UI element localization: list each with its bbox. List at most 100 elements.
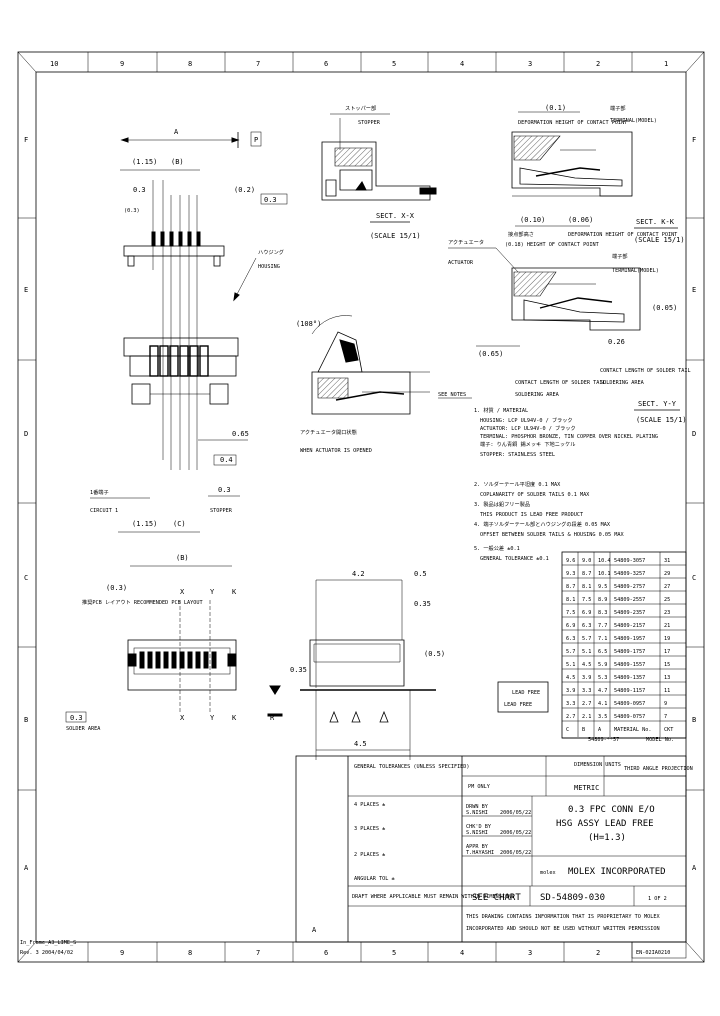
actuator-en: ACTUATOR	[448, 260, 474, 266]
dim-05: 0.5	[414, 570, 427, 578]
solder-area-jp: SOLDER AREA	[66, 726, 101, 732]
soldering-area-2: SOLDERING AREA	[600, 380, 645, 386]
opened-jp: アクチュエータ開口状態	[300, 428, 357, 436]
sect-xx: SECT. X-X	[376, 212, 415, 220]
table-cell: 21	[664, 623, 670, 629]
note-line: ACTUATOR: LCP UL94V-0 / ブラック	[480, 424, 576, 432]
table-cell: 13	[664, 675, 670, 681]
col-label: 9	[120, 60, 124, 68]
table-cell: 54809-1357	[614, 675, 645, 681]
section-xx: SECT. X-X (SCALE 15/1) (0.10) (0.06) 接点部…	[370, 212, 677, 248]
table-header: MATERIAL No.	[614, 727, 651, 733]
scale-kk: (SCALE 15/1)	[634, 236, 685, 244]
table-cell: 27	[664, 584, 670, 590]
col-label: 6	[324, 60, 328, 68]
dim-a: A	[174, 128, 179, 136]
table-cell: 5.1	[582, 649, 591, 655]
note-line: 3. 製品は鉛フリー製品	[474, 500, 530, 508]
contact-label: (0.18) HEIGHT OF CONTACT POINT	[505, 242, 599, 248]
title-block: GENERAL TOLERANCES (UNLESS SPECIFIED) 4 …	[295, 755, 693, 943]
section-yy: アクチュエータ ACTUATOR 端子部 TERMINAL(MODEL) (0.…	[448, 238, 691, 424]
table-cell: 9.3	[566, 571, 575, 577]
see-chart: SEE CHART	[472, 893, 521, 903]
dim-03c: 0.3	[218, 486, 231, 494]
table-cell: 54809-1757	[614, 649, 645, 655]
col-label: 1	[664, 60, 668, 68]
dim-04: 0.4	[220, 456, 233, 464]
table-cell: 5.3	[598, 675, 607, 681]
row-label: B	[692, 716, 696, 724]
datum-p: P	[254, 136, 258, 144]
sheet-no: 1 OF 2	[648, 896, 667, 902]
col-label: 4	[460, 60, 464, 68]
sect-yy: SECT. Y-Y	[638, 400, 677, 408]
table-cell: 9	[664, 701, 667, 707]
table-cell: 3.9	[566, 688, 575, 694]
row-label: F	[692, 136, 696, 144]
table-cell: 7	[664, 714, 667, 720]
table-cell: 9.6	[566, 558, 575, 564]
table-cell: 6.3	[582, 623, 591, 629]
table-cell: 3.3	[582, 688, 591, 694]
draft-note: DRAFT WHERE APPLICABLE MUST REMAIN WITHI…	[352, 894, 514, 900]
drawn-name: S.NISHI	[466, 810, 488, 816]
tol-row: 2 PLACES ±	[354, 852, 385, 858]
note-line: OFFSET BETWEEN SOLDER TAILS & HOUSING 0.…	[480, 532, 625, 538]
table-cell: 54809-1157	[614, 688, 645, 694]
table-cell: 54809-2157	[614, 623, 645, 629]
proprietary-2: INCORPORATED AND SHOULD NOT BE USED WITH…	[466, 926, 660, 932]
title-3: (H=1.3)	[588, 833, 626, 843]
table-cell: 2.1	[582, 714, 591, 720]
col-label: 2	[596, 949, 600, 957]
title-1: 0.3 FPC CONN E/O	[568, 805, 655, 815]
col-label: 7	[256, 949, 260, 957]
table-cell: 6.9	[582, 610, 591, 616]
table-cell: 8.7	[582, 571, 591, 577]
table-cell: 54809-1557	[614, 662, 645, 668]
housing-jp: ハウジング	[258, 248, 284, 256]
col-label: 2	[596, 60, 600, 68]
dim-010: (0.10)	[520, 216, 545, 224]
checked-label: CHK'D BY	[466, 824, 492, 830]
pcb-layout-view: (B) (0.3) 推奨PCB レイアウト RECOMMENDED PCB LA…	[65, 554, 237, 732]
table-cell: 54809-3057	[614, 558, 645, 564]
contact-jp: 接点部高さ	[508, 230, 534, 238]
table-cell: 8.7	[566, 584, 575, 590]
company: MOLEX INCORPORATED	[568, 867, 666, 877]
table-cell: 54809-2757	[614, 584, 645, 590]
proprietary-1: THIS DRAWING CONTAINS INFORMATION THAT I…	[466, 914, 661, 920]
table-cell: 10.1	[598, 571, 611, 577]
dim-02: (0.2)	[234, 186, 255, 194]
stopper-jp: ストッパー部	[345, 104, 376, 112]
dim-03: 0.3	[133, 186, 146, 194]
scale-xx: (SCALE 15/1)	[370, 232, 421, 240]
dim-035: 0.35	[414, 600, 431, 608]
sheet-footer: In_Frame_A3_LIME_S Rev. 3 2004/04/02 EN-…	[20, 940, 687, 959]
drawn-label: DRWN BY	[466, 804, 489, 810]
note-line: 4. 端子ソルダーテール部とハウジングの段差 0.05 MAX	[474, 520, 611, 528]
table-cell: 8.9	[598, 597, 607, 603]
col-label: 3	[528, 60, 532, 68]
table-cell: 5.1	[566, 662, 575, 668]
lead-free-box: LEAD FREE LEAD FREE	[497, 681, 549, 713]
col-label: 5	[392, 949, 396, 957]
dim-13: (0.5)	[424, 650, 445, 658]
table-cell: 54809-0957	[614, 701, 645, 707]
sect-kk: SECT. K-K	[636, 218, 675, 226]
datum-p-box	[250, 131, 262, 147]
tol-row: 4 PLACES ±	[354, 802, 385, 808]
table-cell: 29	[664, 571, 670, 577]
row-label: E	[692, 286, 696, 294]
checked-name: S.NISHI	[466, 830, 488, 836]
table-cell: 7.7	[598, 623, 607, 629]
table-cell: 54809-1957	[614, 636, 645, 642]
note-line: STOPPER: STAINLESS STEEL	[480, 452, 555, 458]
dim-y2: Y	[210, 714, 215, 722]
dim-x2: X	[180, 714, 185, 722]
tol-row: 3 PLACES ±	[354, 826, 385, 832]
scale-yy: (SCALE 15/1)	[636, 416, 687, 424]
dim-045: 0.35	[290, 666, 307, 674]
footer-right: EN-02IA0210	[636, 950, 670, 956]
